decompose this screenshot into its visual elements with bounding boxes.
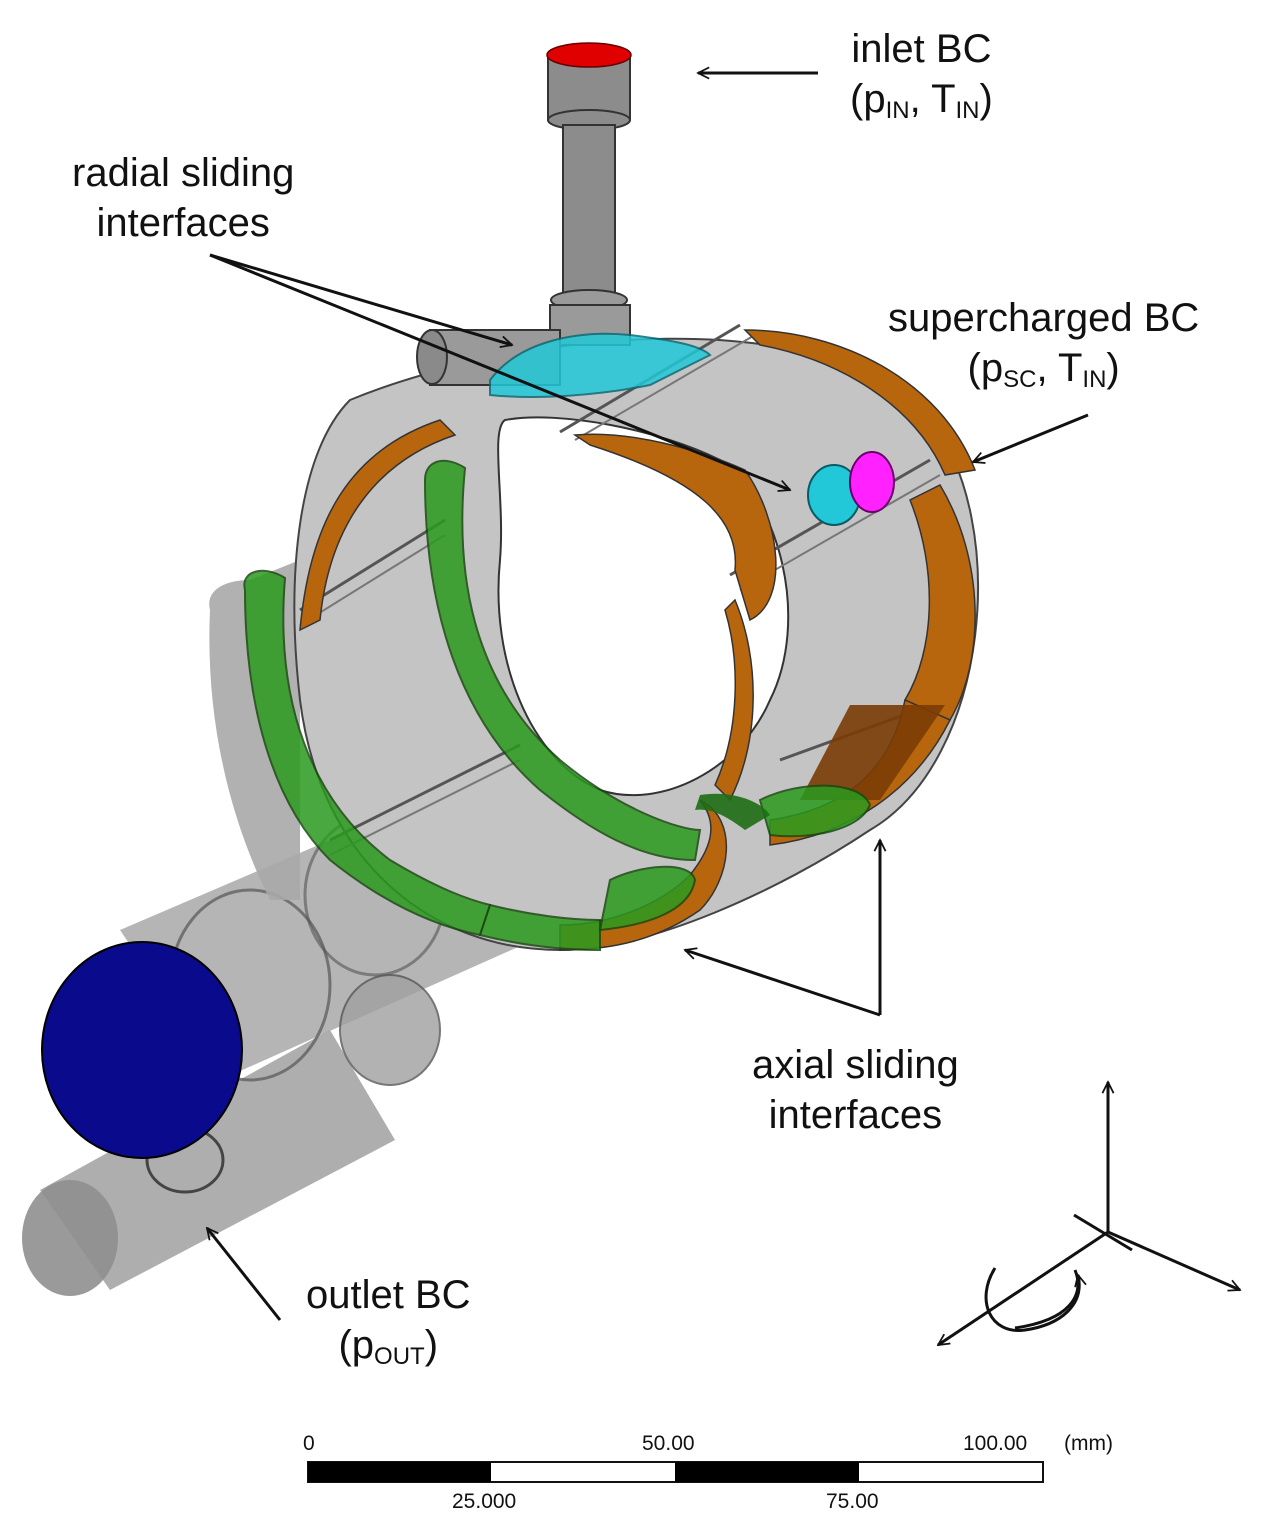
scale-bar (307, 1461, 1044, 1483)
axial-label-line1: axial sliding (752, 1043, 959, 1087)
scale-tick-50: 50.00 (642, 1432, 695, 1455)
outlet-face (41, 941, 243, 1159)
annotation-arrows (207, 73, 1089, 1321)
radial-label-line1: radial sliding (72, 151, 295, 195)
coordinate-axes-icon (938, 1082, 1240, 1347)
scale-tick-0: 0 (303, 1432, 315, 1455)
supercharged-label: supercharged BC (pSC, TIN) (888, 293, 1199, 405)
ring-body (293, 323, 979, 952)
pocket (800, 705, 945, 800)
axial-label-line2: interfaces (768, 1093, 943, 1137)
axial-interface-orange (299, 329, 977, 951)
supercharged-label-title: supercharged BC (888, 296, 1200, 340)
axial-label: axial sliding interfaces (752, 1040, 959, 1140)
axial-interface-green (243, 459, 872, 952)
outlet-label-vars: (pOUT) (338, 1323, 439, 1370)
inlet-label-title: inlet BC (851, 27, 992, 71)
radial-label-line2: interfaces (96, 201, 270, 245)
scale-tick-75: 75.00 (826, 1490, 879, 1513)
radial-label: radial sliding interfaces (72, 148, 294, 248)
scale-unit: (mm) (1064, 1432, 1113, 1455)
supercharged-face (849, 451, 895, 513)
scale-tick-100: 100.00 (963, 1432, 1028, 1455)
supercharged-label-vars: (pSC, TIN) (967, 346, 1120, 393)
outlet-label-title: outlet BC (306, 1273, 471, 1317)
inlet-pipe (416, 54, 631, 386)
inlet-label-vars: (pIN, TIN) (850, 77, 993, 124)
inlet-label: inlet BC (pIN, TIN) (850, 24, 993, 136)
outlet-label: outlet BC (pOUT) (306, 1270, 471, 1382)
inlet-face (546, 42, 632, 68)
scale-tick-25: 25.000 (452, 1490, 517, 1513)
